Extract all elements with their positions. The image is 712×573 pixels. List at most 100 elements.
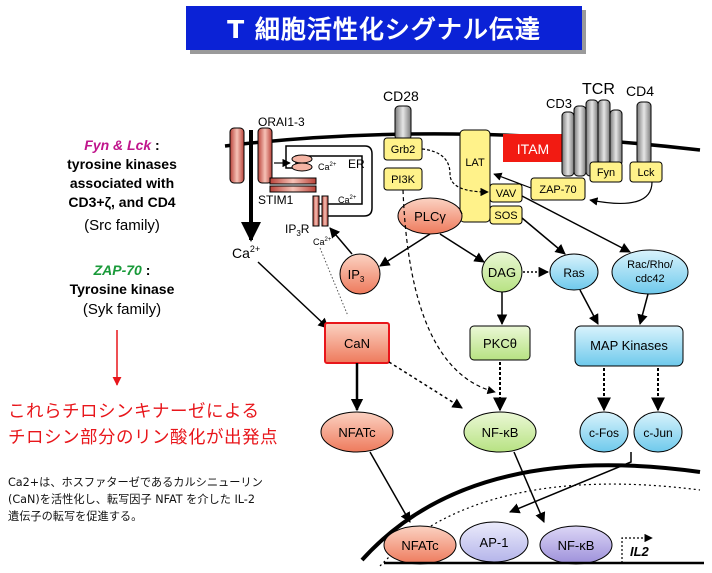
grb2-to-vav-arrow xyxy=(421,148,489,197)
cd3-chain-2 xyxy=(573,105,587,177)
orai-channel-left xyxy=(229,127,245,184)
tcr-label: TCR xyxy=(582,81,615,98)
nfkb-to-nucleus-arrow xyxy=(513,451,546,523)
ip3-label: IP3 xyxy=(348,267,365,284)
nucleus-ap1-label: AP-1 xyxy=(480,535,509,550)
cjun-node xyxy=(633,411,683,453)
stim1-label: STIM1 xyxy=(258,193,294,207)
cfos-label: c-Fos xyxy=(589,426,619,440)
vav-label: VAV xyxy=(496,188,517,200)
il2-gene-label: IL2 xyxy=(630,544,650,559)
note-line1: Ca2+は、ホスファターゼであるカルシニューリン xyxy=(8,476,263,489)
sos-label: SOS xyxy=(494,210,517,222)
fos-jun-to-ap1-arrow xyxy=(509,452,632,514)
zap70-description: ZAP-70 : Tyrosine kinase (Syk family) xyxy=(22,261,222,318)
lck-box xyxy=(629,161,663,183)
cd3-chain-3 xyxy=(609,109,623,167)
ras-label: Ras xyxy=(563,266,584,280)
cfos-node xyxy=(579,411,629,453)
er-ca-1: Ca2+ xyxy=(318,162,337,172)
rac-rho-label-line1: Rac/Rho/ xyxy=(627,259,674,271)
fyn-lck-colon: : xyxy=(151,137,160,153)
fyn-box xyxy=(589,161,623,183)
can-to-nfkb-dotted-arrow xyxy=(388,361,463,409)
grb2-label: Grb2 xyxy=(391,144,415,156)
cd28-label: CD28 xyxy=(383,88,419,104)
ras-to-mapk-arrow xyxy=(579,289,599,325)
vav-to-rac-arrow xyxy=(521,195,631,253)
nuclear-membrane-inner xyxy=(379,483,701,567)
rac-rho-label-line2: cdc42 xyxy=(635,273,664,285)
zap70-to-lat-arrow xyxy=(493,172,532,189)
fyn-lck-heading: Fyn & Lck xyxy=(84,137,152,153)
ip3r-ca: Ca2+ xyxy=(313,237,332,247)
nfatc-label: NFATc xyxy=(338,425,376,440)
note-line2: (CaN)を活性化し、転写因子 NFAT を介した IL-2 xyxy=(8,493,255,506)
fyn-lck-line2: associated with xyxy=(69,175,175,191)
plcg-label: PLCγ xyxy=(414,209,446,224)
plasma-membrane xyxy=(224,132,701,152)
ca-to-can-arrow xyxy=(257,261,329,329)
ip3r-channel-left xyxy=(312,195,320,227)
zap70-label: ZAP-70 xyxy=(539,184,576,196)
er-label: ER xyxy=(348,157,365,171)
nfkb-node xyxy=(463,411,537,453)
itam-label: ITAM xyxy=(517,141,549,157)
red-caption-line1: これらチロシンキナーゼによる xyxy=(8,402,260,422)
plcg-to-ip3-arrow xyxy=(379,233,431,267)
map-kinases-label: MAP Kinases xyxy=(590,338,668,353)
zap70-box xyxy=(530,177,586,201)
ip3r-channel-right xyxy=(321,195,329,227)
explanation-note: Ca2+は、ホスファターゼであるカルシニューリン (CaN)を活性化し、転写因子… xyxy=(8,474,338,525)
fyn-lck-line1: tyrosine kinases xyxy=(67,156,177,172)
er-pump-2 xyxy=(291,162,313,172)
cd28-receptor xyxy=(394,105,412,141)
lat-to-plcg-link xyxy=(459,209,463,215)
tcr-chain-2 xyxy=(597,99,611,165)
syk-family-label: (Syk family) xyxy=(82,301,162,318)
lat-label: LAT xyxy=(465,157,485,169)
er-pump-1 xyxy=(291,154,313,164)
cd4-receptor xyxy=(636,101,652,165)
ip3-to-ip3r-arrow xyxy=(329,227,353,255)
vav-box xyxy=(489,183,523,203)
cd3-chain-1 xyxy=(561,111,575,177)
nucleus-nfkb-label: NF-κB xyxy=(558,538,595,553)
orai-label: ORAI1-3 xyxy=(258,115,305,129)
zap70-heading: ZAP-70 xyxy=(93,262,142,278)
orai-channel-right xyxy=(257,127,273,184)
note-line3: 遺伝子の転写を促進する。 xyxy=(8,510,143,523)
src-family-label: (Src family) xyxy=(84,217,160,234)
stim1-bar-2 xyxy=(269,185,317,193)
dag-label: DAG xyxy=(488,265,516,280)
can-label: CaN xyxy=(344,336,370,351)
lck-to-zap70-arrow xyxy=(589,181,653,206)
nfatc-node xyxy=(320,411,394,453)
cd3-label: CD3 xyxy=(546,96,572,111)
pi3k-label: PI3K xyxy=(391,174,416,186)
zap70-line1: Tyrosine kinase xyxy=(69,281,175,297)
nfatc-to-nucleus-arrow xyxy=(369,451,411,523)
endoplasmic-reticulum xyxy=(285,145,373,217)
nucleus-nfatc-label: NFATc xyxy=(401,538,439,553)
rac-rho-node xyxy=(611,249,689,295)
itam-box xyxy=(503,134,563,162)
ip3-node xyxy=(339,253,381,295)
sos-box xyxy=(489,205,523,225)
map-kinases-node xyxy=(574,325,684,367)
red-caption-line2: チロシン部分のリン酸化が出発点 xyxy=(8,428,278,448)
plcg-to-dag-arrow xyxy=(439,233,485,263)
cjun-label: c-Jun xyxy=(643,426,672,440)
er-ca-2: Ca2+ xyxy=(338,195,357,205)
zap70-colon: : xyxy=(141,262,151,278)
lat-box xyxy=(459,129,491,223)
page-title: T 細胞活性化シグナル伝達 xyxy=(186,6,582,50)
pkc-label: PKCθ xyxy=(483,336,517,351)
fyn-lck-line3: CD3+ζ, and CD4 xyxy=(68,194,176,210)
cytoplasm-ca: Ca2+ xyxy=(232,244,260,261)
lck-label: Lck xyxy=(637,167,655,179)
pi3k-to-nfkb-arrow xyxy=(402,189,496,395)
stim1-bar-1 xyxy=(269,177,317,185)
sos-to-ras-arrow xyxy=(521,217,566,255)
